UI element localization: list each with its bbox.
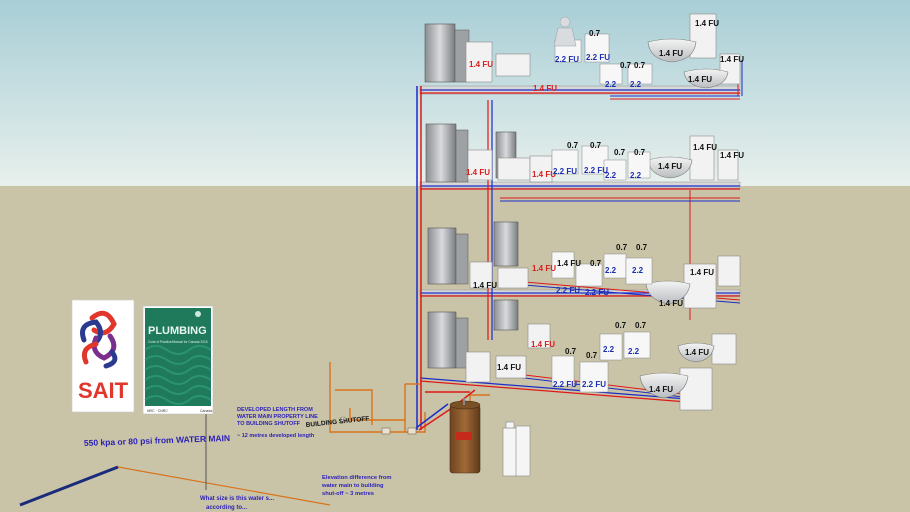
fu-label: 2.2 FU (585, 288, 609, 297)
fu-label: 0.7 (565, 347, 577, 356)
svg-text:according to...: according to... (206, 505, 247, 511)
fu-label: 0.7 (567, 141, 579, 150)
fu-label: 2.2 FU (555, 55, 579, 64)
fu-label: 0.7 (590, 141, 602, 150)
poster-crest-icon (195, 311, 201, 317)
fu-label: 2.2 (605, 80, 617, 89)
plumbing-code-poster: PLUMBING Code of Practice/Manual for Can… (142, 305, 214, 490)
fu-label: 1.4 FU (532, 264, 556, 273)
fu-label: 2.2 FU (553, 380, 577, 389)
water-softener (502, 421, 531, 477)
fu-label: 0.7 (634, 148, 646, 157)
service-pipe (117, 466, 331, 506)
fu-label: 1.4 FU (659, 49, 683, 58)
svg-text:Elevation difference from: Elevation difference from (322, 475, 392, 481)
fu-label: 0.7 (586, 351, 598, 360)
fu-label: 2.2 (632, 266, 644, 275)
washer-dryer-stack-f2 (427, 227, 469, 285)
fu-label: 1.4 FU (473, 281, 497, 290)
fu-label: 1.4 FU (469, 60, 493, 69)
fu-label: 1.4 FU (658, 162, 682, 171)
floor-4 (419, 85, 741, 95)
svg-text:shut-off ~ 3 metres: shut-off ~ 3 metres (322, 491, 374, 497)
fu-label: 2.2 FU (553, 167, 577, 176)
fu-label: 1.4 FU (688, 75, 712, 84)
fu-label: 1.4 FU (649, 385, 673, 394)
toilets-lavatories (551, 33, 653, 393)
fu-label: 2.2 FU (556, 286, 580, 295)
washer-dryer-stack-f1 (427, 311, 469, 369)
shutoff-valves (339, 416, 417, 435)
fu-label: 2.2 (628, 347, 640, 356)
svg-text:WATER MAIN PROPERTY LINE: WATER MAIN PROPERTY LINE (237, 414, 318, 420)
fu-labels: 1.4 FU 1.4 FU 1.4 FU 1.4 FU 1.4 FU 1.4 F… (466, 19, 744, 394)
fu-label: 1.4 FU (497, 363, 521, 372)
sait-logo-text: SAIT (78, 378, 129, 403)
washer-dryer-stack-f4 (424, 23, 470, 83)
fu-label: 2.2 (605, 266, 617, 275)
svg-text:What size is this water s...: What size is this water s... (200, 496, 274, 502)
fu-label: 1.4 FU (695, 19, 719, 28)
bathtubs (639, 38, 729, 399)
fu-label: 0.7 (590, 259, 602, 268)
fu-label: 0.7 (589, 29, 601, 38)
fu-label: 0.7 (634, 61, 646, 70)
fu-label: 1.4 FU (659, 299, 683, 308)
fu-label: 1.4 FU (557, 259, 581, 268)
elevation-note: Elevation difference from water main to … (321, 475, 392, 497)
fu-label: 2.2 FU (586, 53, 610, 62)
washer-dryer-stack-f3 (425, 123, 469, 183)
water-main-pipe (19, 465, 119, 507)
fu-label: 1.4 FU (532, 170, 556, 179)
poster-subtitle: Code of Practice/Manual for Canada 2015 (148, 340, 208, 344)
fu-label: 2.2 (630, 171, 642, 180)
water-heater (449, 398, 481, 474)
floor-3 (419, 181, 741, 190)
fu-label: 1.4 FU (720, 151, 744, 160)
svg-text:~ 12 metres developed length: ~ 12 metres developed length (237, 433, 315, 439)
poster-title: PLUMBING (148, 325, 207, 337)
fu-label: 2.2 (603, 345, 615, 354)
statue-figure (553, 16, 577, 47)
poster-footer-left: NRC · CNRC (147, 409, 168, 413)
fu-label: 2.2 FU (582, 380, 606, 389)
fu-label: 0.7 (616, 243, 628, 252)
fu-label: 2.2 FU (584, 166, 608, 175)
svg-text:DEVELOPED LENGTH FROM: DEVELOPED LENGTH FROM (237, 407, 313, 413)
fu-label: 1.4 FU (693, 143, 717, 152)
supply-piping (329, 362, 490, 433)
poster-footer-right: Canada (200, 409, 212, 413)
fu-label: 1.4 FU (466, 168, 490, 177)
fu-label: 0.7 (614, 148, 626, 157)
question-note: What size is this water s... according t… (200, 496, 274, 511)
fu-label: 1.4 FU (533, 84, 557, 93)
fu-label: 0.7 (620, 61, 632, 70)
fu-label: 0.7 (636, 243, 648, 252)
poster-wave-pattern (144, 345, 212, 405)
fu-label: 2.2 (630, 80, 642, 89)
fu-label: 1.4 FU (690, 268, 714, 277)
svg-text:water main to building: water main to building (321, 483, 384, 489)
fu-label: 1.4 FU (531, 340, 555, 349)
svg-text:TO BUILDING SHUTOFF: TO BUILDING SHUTOFF (237, 421, 301, 427)
fu-label: 1.4 FU (685, 348, 709, 357)
fu-label: 0.7 (615, 321, 627, 330)
sait-logo-mark (80, 310, 118, 369)
fu-label: 0.7 (635, 321, 647, 330)
fu-label: 1.4 FU (720, 55, 744, 64)
developed-length-note: DEVELOPED LENGTH FROM WATER MAIN PROPERT… (237, 407, 318, 439)
sait-logo-board: SAIT (71, 299, 135, 413)
sink-cabinets (465, 13, 741, 411)
fu-label: 2.2 (605, 171, 617, 180)
